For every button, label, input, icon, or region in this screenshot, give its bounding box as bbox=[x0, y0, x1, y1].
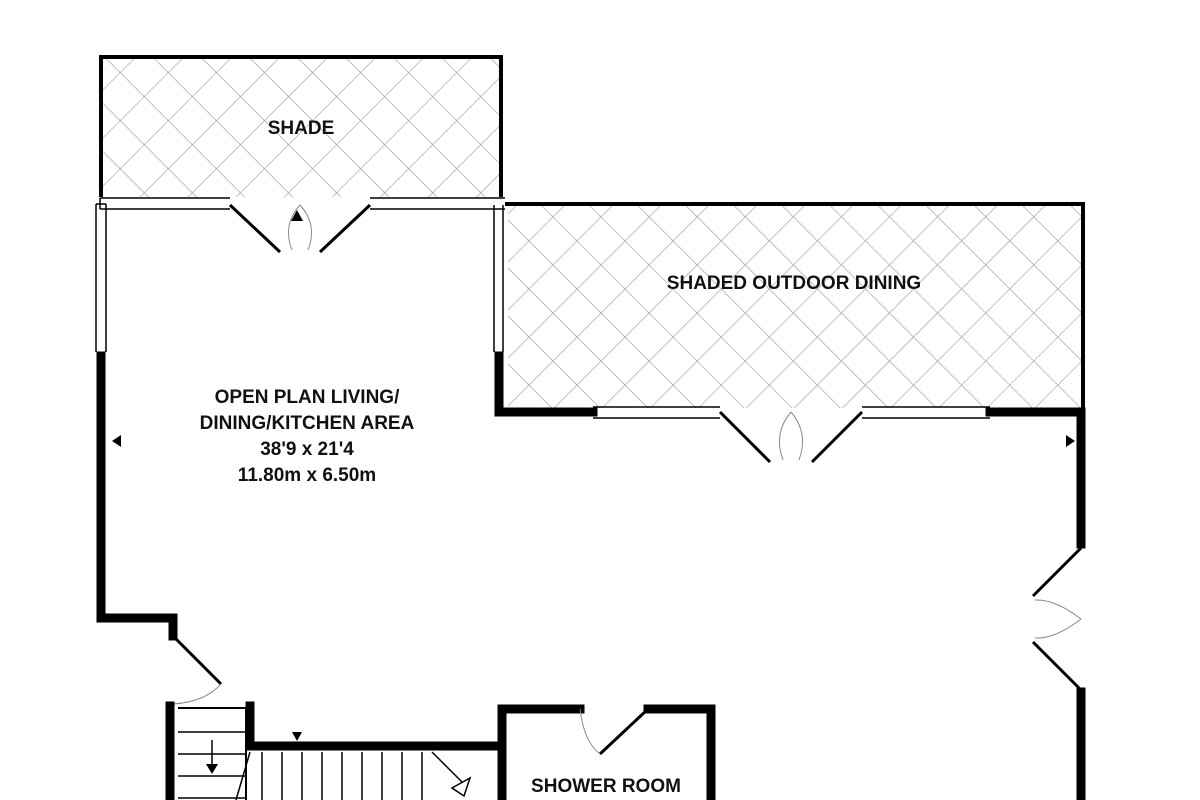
outdoor-dining-area bbox=[505, 202, 1085, 408]
shower-room-walls bbox=[497, 704, 716, 800]
inner-divider bbox=[493, 205, 598, 417]
living-label-line1: OPEN PLAN LIVING/ bbox=[215, 387, 400, 408]
living-label-line2: DINING/KITCHEN AREA bbox=[200, 413, 415, 434]
staircase bbox=[165, 701, 504, 800]
right-double-door bbox=[1031, 546, 1086, 800]
shower-room-label: SHOWER ROOM bbox=[531, 776, 681, 797]
dining-double-door bbox=[718, 410, 864, 464]
triangle-arrow-icon bbox=[1066, 435, 1075, 447]
dining-window bbox=[593, 406, 1086, 549]
shade-area bbox=[99, 55, 503, 197]
living-dimension-imperial: 38'9 x 21'4 bbox=[260, 439, 354, 460]
top-window bbox=[99, 197, 505, 210]
triangle-arrow-icon bbox=[292, 732, 302, 741]
living-dimension-metric: 11.80m x 6.50m bbox=[238, 465, 376, 486]
triangle-arrow-icon bbox=[112, 435, 121, 447]
shade-label: SHADE bbox=[268, 118, 335, 139]
outdoor-dining-label: SHADED OUTDOOR DINING bbox=[667, 273, 921, 294]
top-double-door bbox=[228, 203, 372, 254]
lower-left-door bbox=[171, 634, 223, 705]
triangle-arrow-icon bbox=[291, 210, 303, 221]
left-wall bbox=[95, 203, 178, 641]
